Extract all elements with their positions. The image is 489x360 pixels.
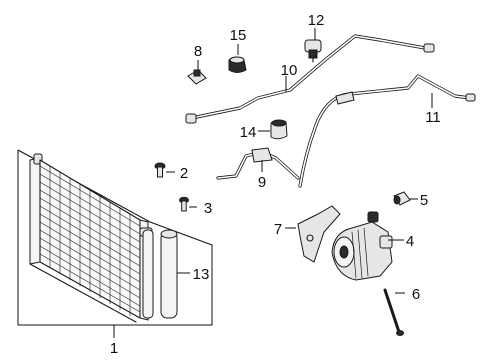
ac-line-part-10 — [185, 34, 435, 124]
callout-2: 2 — [180, 165, 188, 182]
callout-12: 12 — [308, 12, 325, 29]
callout-1: 1 — [110, 340, 118, 357]
callout-5: 5 — [420, 192, 428, 209]
callout-14: 14 — [240, 124, 257, 141]
callout-13: 13 — [193, 266, 210, 283]
bolt-part-6 — [383, 288, 405, 336]
callout-6: 6 — [412, 286, 420, 303]
ac-line-part-9 — [216, 147, 300, 180]
pressure-switch-part-12 — [304, 28, 322, 63]
bolt-part-2 — [154, 162, 175, 178]
callout-9: 9 — [258, 174, 266, 191]
callout-labels: 1 2 3 4 5 6 7 8 9 10 11 12 13 14 15 — [110, 12, 441, 357]
callout-8: 8 — [194, 43, 202, 60]
callout-11: 11 — [425, 109, 441, 126]
compressor-part-4 — [331, 211, 404, 281]
bracket-part-7 — [285, 205, 341, 263]
cap-part-15 — [228, 44, 247, 73]
callout-4: 4 — [406, 233, 414, 250]
fitting-part-5 — [393, 191, 418, 206]
callout-3: 3 — [204, 200, 212, 217]
callout-10: 10 — [281, 62, 298, 79]
valve-core-part-8 — [187, 60, 207, 85]
callout-7: 7 — [274, 221, 282, 238]
cap-part-14 — [258, 119, 288, 140]
callout-15: 15 — [230, 27, 247, 44]
condenser-core — [29, 153, 153, 323]
bolt-part-3 — [179, 196, 197, 212]
ac-line-part-11 — [298, 74, 476, 188]
receiver-drier-part-13 — [142, 229, 190, 319]
